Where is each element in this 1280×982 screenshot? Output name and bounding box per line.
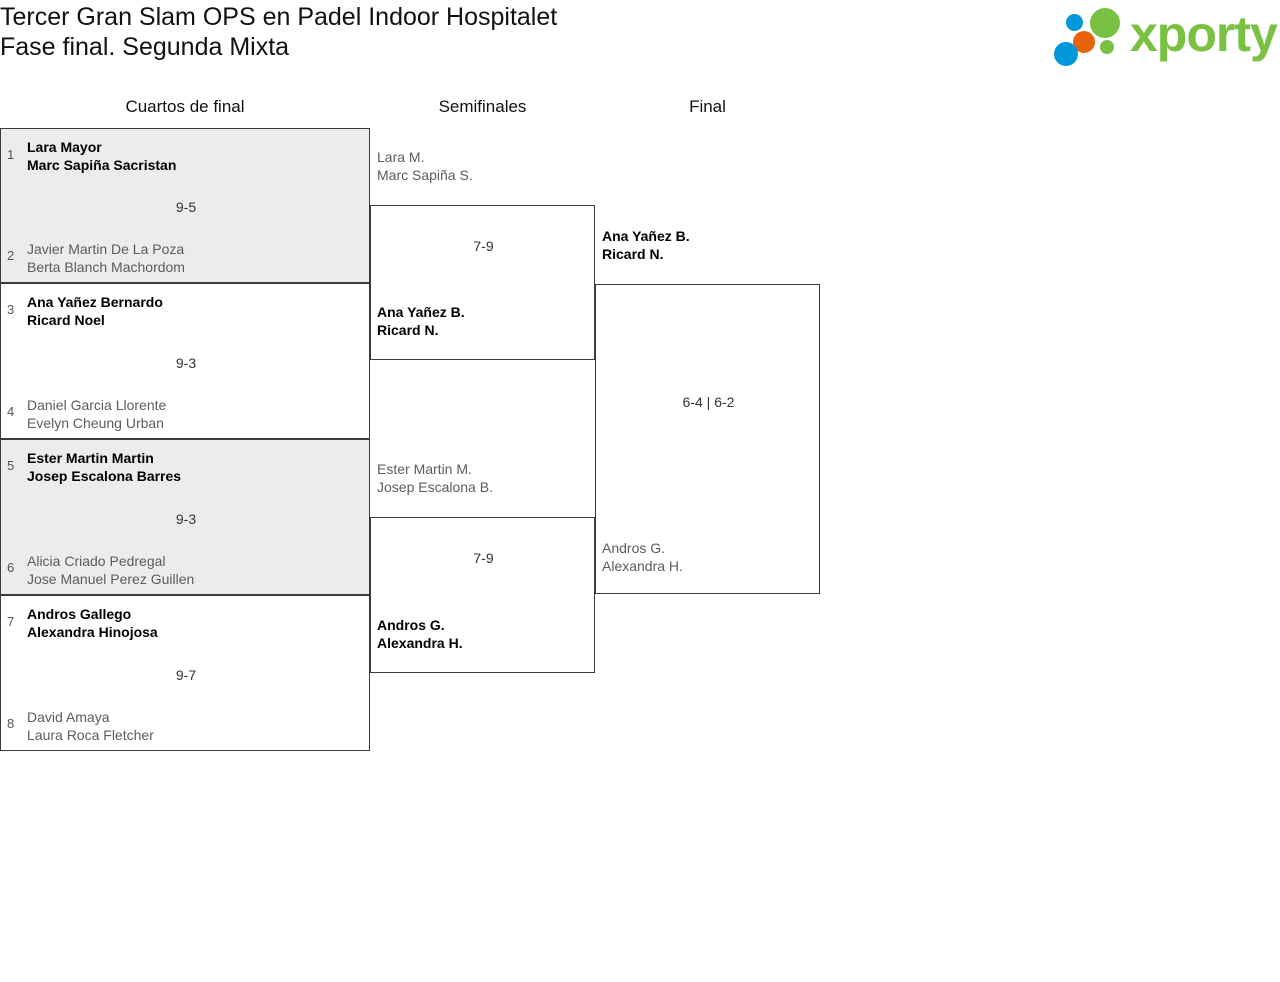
semifinal-1-top-player-2: Marc Sapiña S. [377, 167, 473, 183]
seed-number: 8 [7, 716, 15, 731]
seed-number: 3 [7, 302, 15, 317]
round-heading-quarterfinals: Cuartos de final [125, 97, 245, 116]
team-player-2: Laura Roca Fletcher [27, 727, 154, 743]
match-semifinal-1[interactable]: 7-9 [370, 205, 595, 360]
match-quarterfinal-3[interactable]: 5 Ester Martin Martin Josep Escalona Bar… [0, 439, 370, 595]
match-score: 9-7 [175, 667, 197, 683]
logo-dot-orange [1073, 31, 1095, 53]
logo-dot-blue-large [1054, 42, 1078, 66]
logo-dots-icon [1054, 8, 1132, 66]
team-player-1: Ester Martin Martin [27, 450, 154, 466]
match-quarterfinal-2[interactable]: 3 Ana Yañez Bernardo Ricard Noel 9-3 4 D… [0, 283, 370, 439]
semifinal-2-top-player-1: Ester Martin M. [377, 461, 472, 477]
team-player-1: Daniel Garcia Llorente [27, 397, 167, 413]
match-score: 6-4 | 6-2 [682, 394, 735, 410]
team-player-2: Ricard Noel [27, 312, 105, 328]
match-quarterfinal-4[interactable]: 7 Andros Gallego Alexandra Hinojosa 9-7 … [0, 595, 370, 751]
semifinal-1-bottom-player-1: Ana Yañez B. [377, 304, 465, 320]
team-player-2: Berta Blanch Machordom [27, 259, 185, 275]
tournament-subtitle: Fase final. Segunda Mixta [0, 33, 290, 61]
final-top-player-1: Ana Yañez B. [602, 228, 690, 244]
team-player-1: Lara Mayor [27, 139, 102, 155]
final-top-player-2: Ricard N. [602, 246, 664, 262]
seed-number: 6 [7, 560, 15, 575]
logo-dot-green-large [1090, 8, 1120, 38]
team-player-1: Andros Gallego [27, 606, 132, 622]
semifinal-2-top-player-2: Josep Escalona B. [377, 479, 493, 495]
tournament-bracket: 1 Lara Mayor Marc Sapiña Sacristan 9-5 2… [0, 128, 900, 758]
final-bottom-player-2: Alexandra H. [602, 558, 683, 574]
seed-number: 4 [7, 404, 15, 419]
match-semifinal-2[interactable]: 7-9 [370, 517, 595, 673]
match-score: 9-3 [175, 511, 197, 527]
match-score: 9-3 [175, 355, 197, 371]
team-player-2: Alexandra Hinojosa [27, 624, 158, 640]
seed-number: 5 [7, 458, 15, 473]
semifinal-1-bottom-player-2: Ricard N. [377, 322, 439, 338]
page-title: Tercer Gran Slam OPS en Padel Indoor Hos… [0, 2, 557, 62]
seed-number: 1 [7, 147, 15, 162]
logo-wordmark: xporty [1130, 6, 1278, 62]
match-score: 7-9 [473, 238, 494, 254]
logo-dot-blue-small [1066, 14, 1083, 31]
semifinal-1-top-player-1: Lara M. [377, 149, 425, 165]
match-score: 7-9 [473, 550, 494, 566]
match-quarterfinal-1[interactable]: 1 Lara Mayor Marc Sapiña Sacristan 9-5 2… [0, 128, 370, 283]
logo-dot-green-small [1100, 40, 1114, 54]
semifinal-2-bottom-player-2: Alexandra H. [377, 635, 463, 651]
match-score: 9-5 [175, 199, 197, 215]
team-player-1: Ana Yañez Bernardo [27, 294, 163, 310]
team-player-2: Jose Manuel Perez Guillen [27, 571, 195, 587]
team-player-2: Evelyn Cheung Urban [27, 415, 164, 431]
seed-number: 2 [7, 248, 15, 263]
match-final[interactable]: 6-4 | 6-2 [595, 284, 820, 594]
round-heading-final: Final [689, 97, 726, 116]
final-bottom-player-1: Andros G. [602, 540, 666, 556]
team-player-1: Javier Martin De La Poza [27, 241, 185, 257]
xporty-logo[interactable]: xporty [1046, 4, 1278, 66]
page-header: Tercer Gran Slam OPS en Padel Indoor Hos… [0, 0, 1280, 92]
team-player-1: David Amaya [27, 709, 110, 725]
team-player-1: Alicia Criado Pedregal [27, 553, 166, 569]
tournament-title: Tercer Gran Slam OPS en Padel Indoor Hos… [0, 3, 558, 31]
round-heading-semifinals: Semifinales [438, 97, 527, 116]
semifinal-2-bottom-player-1: Andros G. [377, 617, 445, 633]
seed-number: 7 [7, 614, 15, 629]
team-player-2: Josep Escalona Barres [27, 468, 182, 484]
team-player-2: Marc Sapiña Sacristan [27, 157, 177, 173]
